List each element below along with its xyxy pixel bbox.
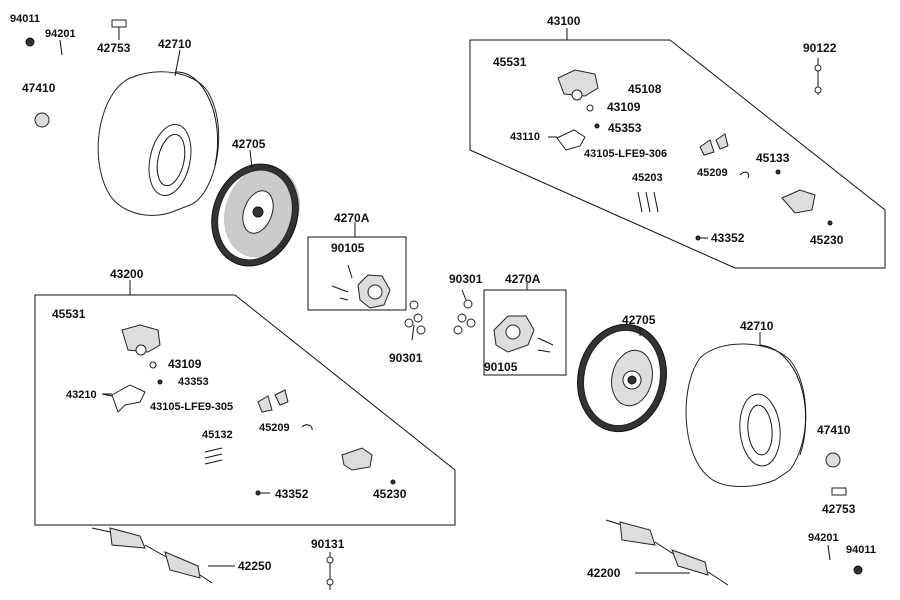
label-43353-left: 43353 — [178, 376, 209, 388]
rim-left — [211, 163, 300, 267]
label-42200: 42200 — [587, 566, 621, 580]
hub-left — [331, 264, 391, 309]
bracket-43210 — [101, 384, 146, 413]
label-94201-left: 94201 — [45, 28, 76, 40]
caliper-45531-right — [557, 69, 600, 129]
label-94201-right: 94201 — [808, 532, 839, 544]
label-47410-left: 47410 — [22, 81, 56, 95]
bolt-45133 — [775, 169, 781, 175]
label-45531-left: 45531 — [52, 307, 86, 321]
hub-box-left — [307, 236, 407, 311]
label-43352-right: 43352 — [711, 231, 745, 245]
label-43105-306: 43105-LFE9-306 — [584, 148, 667, 160]
cap-42753-right — [831, 487, 847, 496]
bracket-43110 — [556, 129, 586, 151]
rim-right — [577, 323, 667, 433]
label-42710-left: 42710 — [158, 37, 192, 51]
label-94011-left: 94011 — [10, 13, 40, 25]
label-43210: 43210 — [66, 389, 97, 401]
label-90122: 90122 — [803, 41, 837, 55]
pads-305 — [257, 389, 289, 413]
label-45531-right: 45531 — [493, 55, 527, 69]
pins-45132 — [204, 447, 223, 465]
bleeder-43352-left — [255, 490, 270, 496]
bolt-90131 — [326, 552, 334, 590]
label-42710-right: 42710 — [740, 319, 774, 333]
tire-right — [685, 343, 807, 487]
shaft-42250 — [91, 527, 213, 584]
box-43100 — [469, 39, 886, 269]
label-45132: 45132 — [202, 429, 233, 441]
label-94011-right: 94011 — [846, 544, 876, 556]
label-47410-right: 47410 — [817, 423, 851, 437]
label-45353: 45353 — [608, 121, 642, 135]
nuts-90301-right — [453, 289, 476, 335]
label-42705-right: 42705 — [622, 313, 656, 327]
label-45209-left: 45209 — [259, 422, 290, 434]
label-45203: 45203 — [632, 172, 663, 184]
hub-box-right — [483, 289, 567, 376]
bolt-90122 — [814, 58, 822, 95]
nuts-90301-left — [404, 300, 426, 341]
label-43109-left: 43109 — [168, 357, 202, 371]
label-43100: 43100 — [547, 14, 581, 28]
bleeder-43352-right — [695, 235, 708, 241]
label-90301-right: 90301 — [449, 272, 483, 286]
caliper-45230-right — [781, 189, 833, 226]
pads-306 — [699, 133, 729, 156]
caliper-45531-left — [121, 324, 163, 385]
label-43109-right: 43109 — [607, 100, 641, 114]
nut-94011-left — [25, 37, 35, 47]
pins-45203 — [637, 191, 659, 213]
label-90301-left: 90301 — [389, 351, 423, 365]
spring-45209-right — [739, 171, 750, 179]
nut-94011-right — [853, 565, 863, 575]
label-45133: 45133 — [756, 151, 790, 165]
tire-left — [97, 71, 220, 216]
leader-lines — [103, 49, 761, 574]
pin-94201-left — [59, 39, 63, 56]
label-45230-left: 45230 — [373, 487, 407, 501]
caliper-45230-left — [341, 447, 396, 485]
label-4270A-right: 4270A — [505, 272, 541, 286]
label-90105-left: 90105 — [331, 241, 365, 255]
label-43110: 43110 — [510, 131, 540, 143]
spring-45209-left — [301, 424, 313, 431]
labels: 94011 94201 42753 42710 47410 42705 4270… — [10, 13, 876, 580]
label-90105-right: 90105 — [484, 360, 518, 374]
label-45230-right: 45230 — [810, 233, 844, 247]
label-90131: 90131 — [311, 537, 345, 551]
cap-42753-left — [111, 19, 127, 40]
nut-47410-left — [34, 112, 50, 128]
box-43200 — [34, 294, 456, 526]
label-43105-305: 43105-LFE9-305 — [150, 401, 233, 413]
pin-94201-right — [827, 544, 831, 561]
label-4270A-left: 4270A — [334, 211, 370, 225]
label-42250: 42250 — [238, 559, 272, 573]
label-42753-right: 42753 — [822, 502, 856, 516]
label-42705-left: 42705 — [232, 137, 266, 151]
label-43352-left: 43352 — [275, 487, 309, 501]
hub-right — [493, 315, 554, 353]
label-45108: 45108 — [628, 82, 662, 96]
shaft-42200 — [605, 519, 729, 586]
label-42753-left: 42753 — [97, 41, 131, 55]
label-43200: 43200 — [110, 267, 144, 281]
label-45209-right: 45209 — [697, 167, 728, 179]
nut-47410-right — [825, 452, 841, 468]
